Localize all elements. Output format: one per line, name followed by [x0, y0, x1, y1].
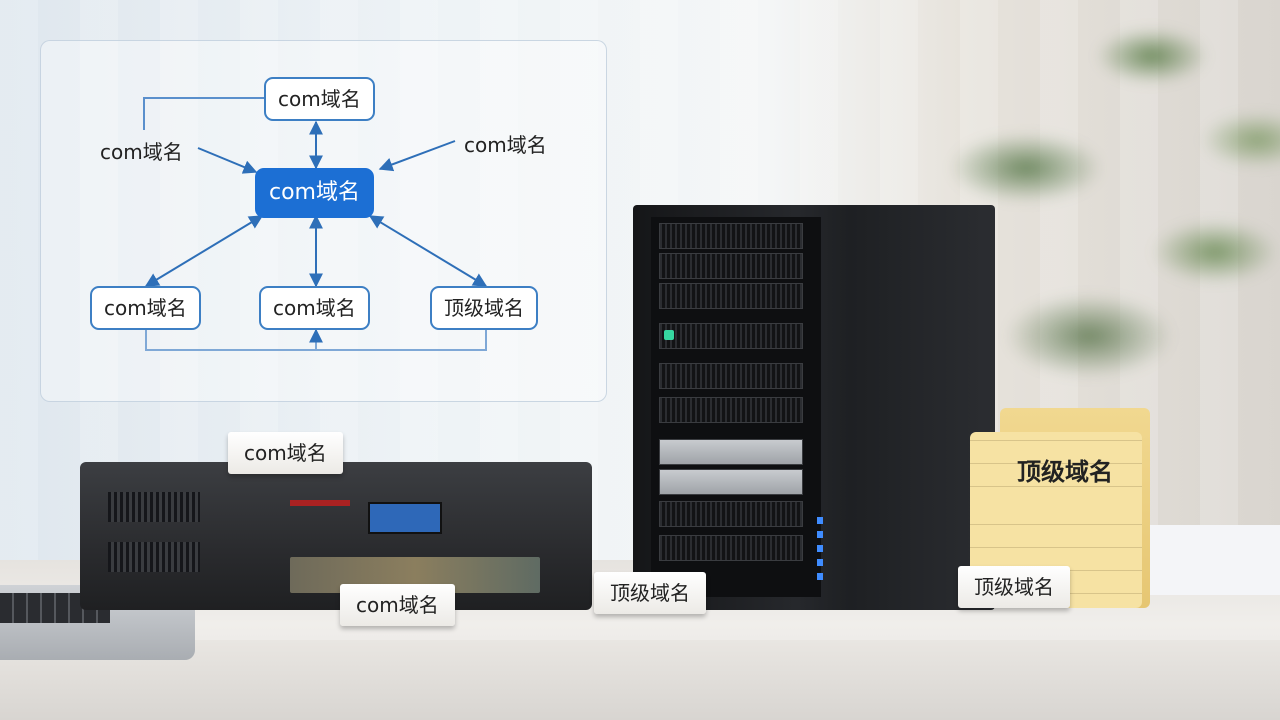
server-bay — [659, 363, 803, 389]
device-vent-bottom — [108, 542, 200, 572]
notebook-paper — [1135, 525, 1280, 595]
server-bay — [659, 323, 803, 349]
folder-title: 顶级域名 — [1017, 458, 1113, 486]
server-bay — [659, 253, 803, 279]
diagram-node-bottom-left: com域名 — [90, 286, 201, 330]
server-bay — [659, 397, 803, 423]
diagram-label-left: com域名 — [100, 140, 183, 164]
tent-label-server: 顶级域名 — [594, 572, 706, 614]
server-rack-front — [651, 217, 823, 597]
server-bay — [659, 223, 803, 249]
diagram-label-right: com域名 — [464, 133, 547, 157]
server-bay — [659, 469, 803, 495]
server-bay — [659, 283, 803, 309]
device-vent-top — [108, 492, 200, 522]
device-brand-strip — [290, 500, 350, 506]
server-bay — [659, 535, 803, 561]
status-leds — [817, 517, 823, 583]
tent-label-device-front: com域名 — [340, 584, 455, 626]
tent-label-device-top: com域名 — [228, 432, 343, 474]
diagram-node-bottom-right: 顶级域名 — [430, 286, 538, 330]
network-appliance — [80, 462, 592, 610]
server-bay — [659, 501, 803, 527]
server-bay — [659, 439, 803, 465]
device-display — [368, 502, 442, 534]
diagram-node-center: com域名 — [255, 168, 374, 218]
server-tower — [633, 205, 995, 610]
desk-edge — [0, 640, 1280, 720]
diagram-node-top: com域名 — [264, 77, 375, 121]
tent-label-folder: 顶级域名 — [958, 566, 1070, 608]
diagram-node-bottom-middle: com域名 — [259, 286, 370, 330]
